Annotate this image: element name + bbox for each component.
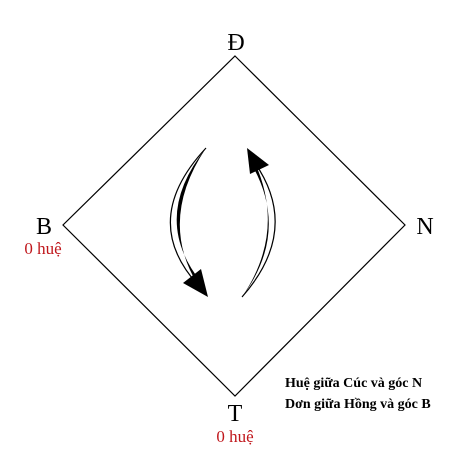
score-label-left: 0 huệ [24,239,61,258]
corner-label-top: Đ [227,30,244,56]
corner-label-bottom: T [228,401,243,427]
note-line: Dơn giữa Hồng và góc B [285,397,431,412]
note-line: Huệ giữa Cúc và góc N [285,376,422,391]
score-label-bottom: 0 huệ [216,427,253,446]
diamond-board [62,55,406,397]
corner-label-right: N [416,214,433,240]
corner-label-left: B [36,214,52,240]
curved-arrow-down-icon [169,147,208,297]
curved-arrow-up-icon [241,148,276,298]
